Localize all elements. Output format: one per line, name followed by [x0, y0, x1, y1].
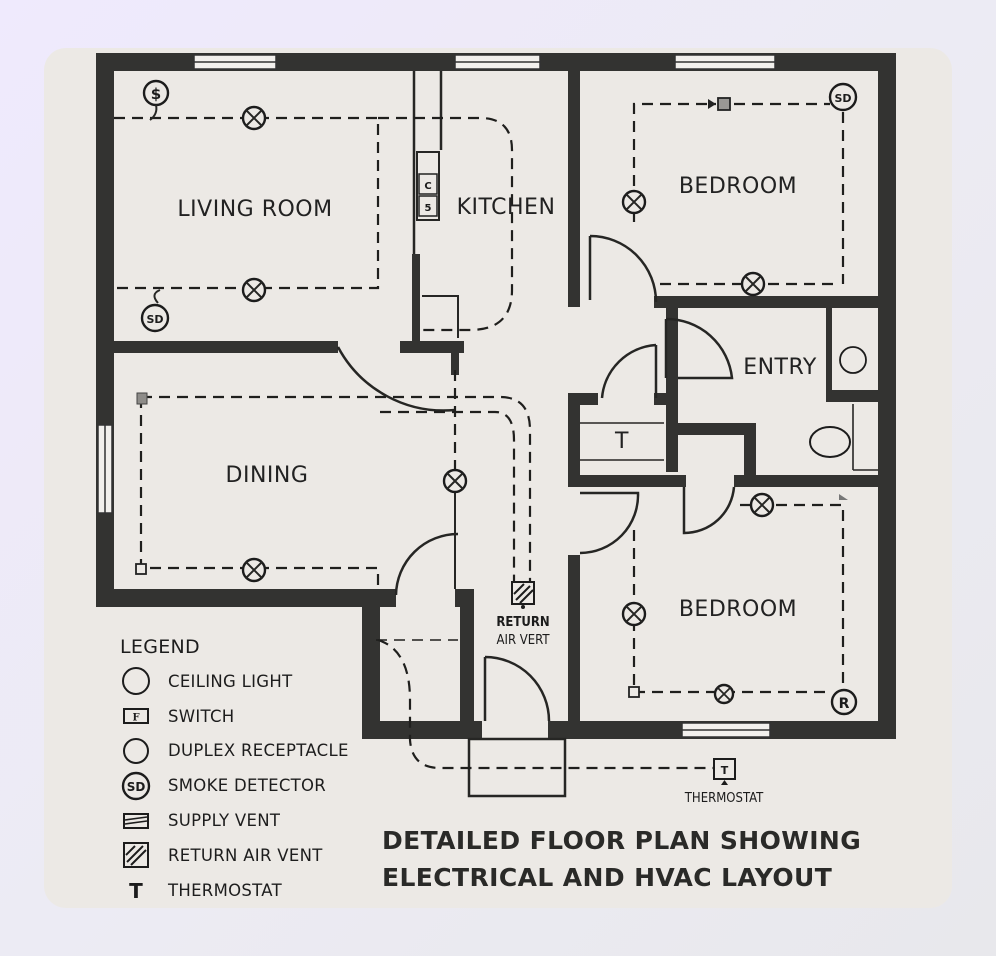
kitchen-counter: C 5: [416, 151, 459, 338]
supply-vent-icon: [708, 97, 731, 111]
legend: LEGEND CEILING LIGHT F SWITCH DUPLEX REC…: [120, 636, 380, 908]
ceiling-light-icon: [442, 468, 468, 494]
room-label-entry: ENTRY: [743, 355, 817, 380]
smoke-detector-icon: SD: [120, 771, 152, 801]
diagram-title-line-2: ELECTRICAL AND HVAC LAYOUT: [382, 863, 833, 892]
closet-shelves: T: [580, 422, 664, 461]
legend-item: RETURN AIR VENT: [120, 838, 380, 873]
ceiling-light-icon: [120, 666, 152, 696]
supply-vent-arrow-icon: [839, 494, 848, 500]
legend-item: SD SMOKE DETECTOR: [120, 768, 380, 803]
diagram-title: DETAILED FLOOR PLAN SHOWING ELECTRICAL A…: [382, 822, 882, 896]
svg-text:$: $: [151, 85, 161, 103]
svg-text:SD: SD: [146, 313, 163, 326]
supply-vent-icon: [120, 806, 152, 836]
ceiling-light-icon: [621, 189, 647, 215]
thermostat-label: THERMOSTAT: [684, 791, 764, 806]
room-label-bedroom-bottom: BEDROOM: [679, 597, 797, 622]
smoke-detector-icon: SD: [140, 289, 170, 333]
svg-text:SD: SD: [834, 92, 851, 105]
ceiling-light-icon: [241, 105, 267, 131]
svg-text:T: T: [129, 879, 143, 903]
room-label-dining: DINING: [226, 463, 309, 488]
svg-text:T: T: [721, 764, 729, 777]
receptacle-r-icon: R: [830, 688, 858, 716]
return-air-vent-icon: [120, 840, 152, 870]
switch-icon: [136, 392, 148, 405]
legend-item: SUPPLY VENT: [120, 803, 380, 838]
thermostat-icon: T: [120, 875, 152, 905]
svg-text:SD: SD: [127, 780, 146, 794]
bath-fixtures: [809, 346, 878, 471]
ceiling-light-icon: [241, 557, 267, 583]
switch-icon: [628, 686, 640, 698]
switch-icon: [135, 563, 147, 575]
diagram-title-line-1: DETAILED FLOOR PLAN SHOWING: [382, 826, 862, 855]
room-label-living-room: LIVING ROOM: [177, 197, 332, 222]
interior-walls: [114, 71, 878, 739]
return-air-vent-label-line1: RETURN: [496, 615, 549, 630]
doors: [336, 234, 736, 798]
ceiling-light-icon: [740, 271, 766, 297]
switch-icon: F: [120, 701, 152, 731]
switch-dollar-icon: $: [142, 79, 170, 121]
svg-text:F: F: [132, 713, 139, 724]
ceiling-light-icon: [241, 277, 267, 303]
windows: [97, 54, 776, 738]
electrical-symbols: $ SD SD R RE: [135, 79, 858, 806]
return-air-vent-icon: [511, 581, 535, 609]
ceiling-light-icon: [749, 492, 775, 518]
ceiling-light-icon: [713, 683, 735, 705]
svg-text:5: 5: [425, 203, 432, 214]
smoke-detector-icon: SD: [828, 82, 858, 112]
legend-item: F SWITCH: [120, 699, 380, 734]
room-labels: LIVING ROOM KITCHEN BEDROOM ENTRY DINING…: [177, 174, 816, 622]
ceiling-light-icon: [621, 601, 647, 627]
duplex-receptacle-icon: [120, 736, 152, 766]
svg-text:C: C: [424, 181, 431, 192]
closet-thermostat-mark: T: [614, 429, 629, 454]
legend-item: DUPLEX RECEPTACLE: [120, 734, 380, 769]
legend-item: CEILING LIGHT: [120, 664, 380, 699]
svg-text:R: R: [839, 696, 850, 712]
thermostat-icon: T: [713, 758, 736, 785]
return-air-vent-label-line2: AIR VERT: [497, 633, 551, 648]
legend-item: T THERMOSTAT: [120, 873, 380, 908]
room-label-bedroom-top: BEDROOM: [679, 174, 797, 199]
room-label-kitchen: KITCHEN: [457, 195, 556, 220]
legend-title: LEGEND: [120, 636, 200, 658]
